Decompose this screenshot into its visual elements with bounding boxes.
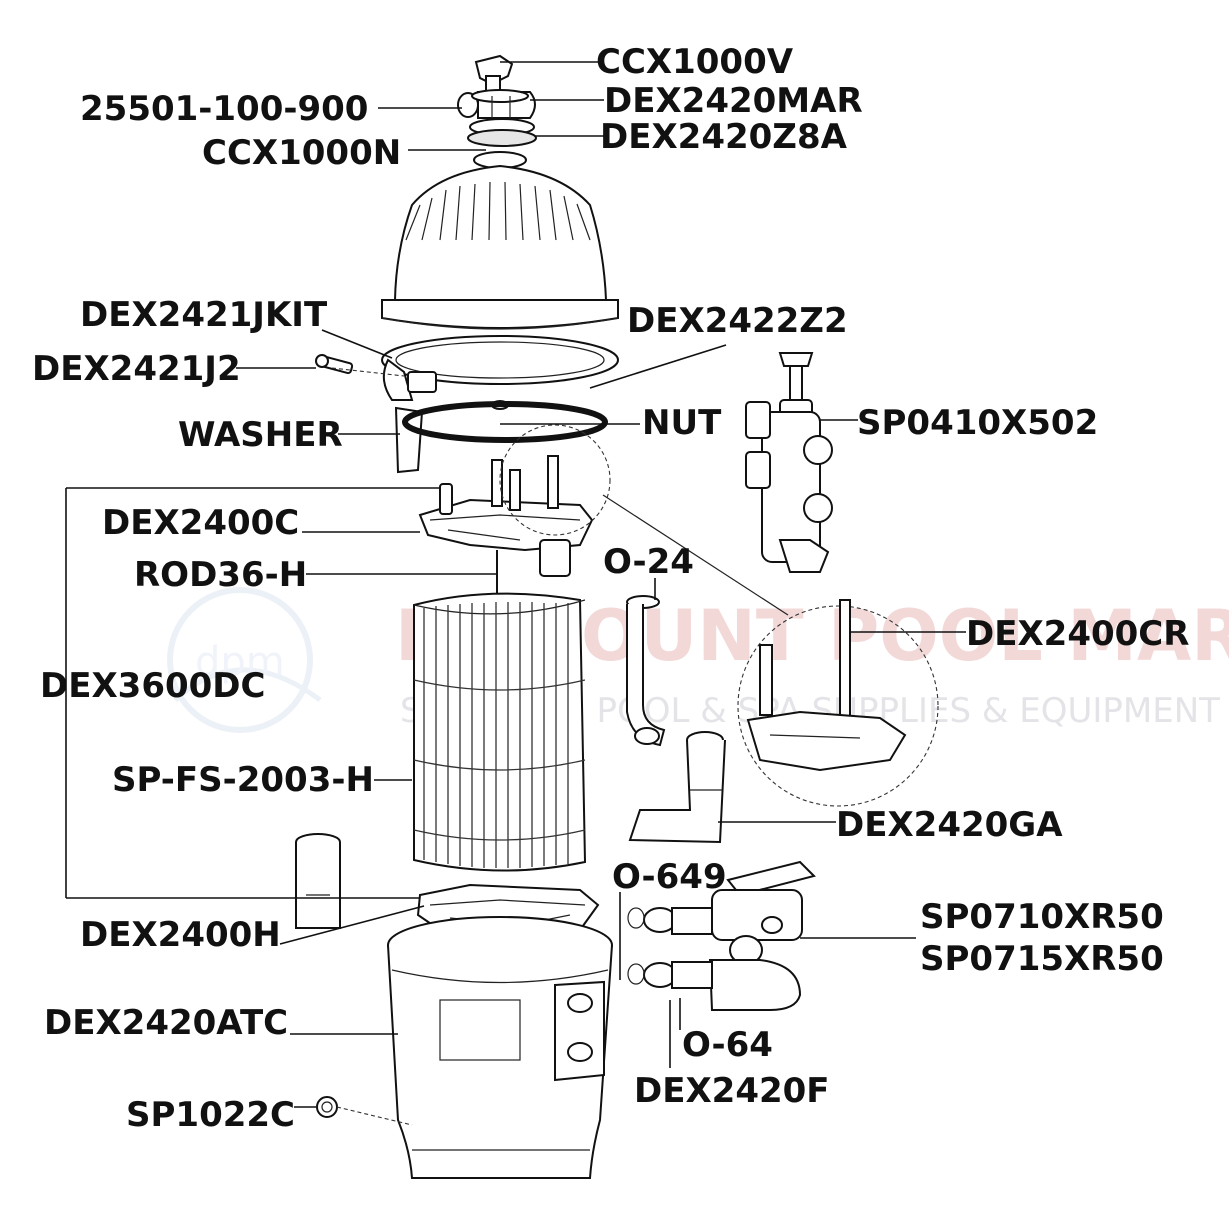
o24-pipe	[626, 595, 666, 747]
label-ccx1000n: CCX1000N	[202, 133, 401, 173]
label-dex3600dc: DEX3600DC	[40, 666, 265, 706]
label-washer: WASHER	[178, 415, 343, 455]
standpipe	[295, 833, 341, 929]
label-nut: NUT	[642, 403, 722, 443]
label-sp0410x502: SP0410X502	[857, 403, 1098, 443]
label-dex2420z8a: DEX2420Z8A	[600, 117, 848, 157]
label-dex2421j2: DEX2421J2	[32, 349, 241, 389]
pressure-gauge-adapter	[457, 89, 536, 119]
label-o-64: O-64	[682, 1025, 773, 1065]
label-dex2420ga: DEX2420GA	[836, 805, 1063, 845]
filter-grid-assembly	[413, 592, 587, 872]
label-dex2420atc: DEX2420ATC	[44, 1003, 288, 1043]
label-dex2420mar: DEX2420MAR	[604, 81, 863, 121]
label-ccx1000v: CCX1000V	[596, 42, 794, 82]
label-o-24: O-24	[603, 542, 694, 582]
top-o-ring	[467, 118, 537, 147]
multiport-valve	[627, 860, 816, 1011]
label-dex2422z2: DEX2422Z2	[627, 301, 848, 341]
label-dex2400c: DEX2400C	[102, 503, 299, 543]
tank-body	[387, 916, 613, 1179]
air-relief-valve	[474, 54, 514, 93]
lid-clamp	[381, 335, 619, 474]
drain-plug	[316, 1096, 338, 1118]
leader-lines	[65, 61, 966, 1108]
label-o-649: O-649	[612, 857, 727, 897]
label-rod36-h: ROD36-H	[134, 555, 307, 595]
label-25501-100-900: 25501-100-900	[80, 89, 368, 129]
zoom-detail	[499, 424, 939, 807]
drain-plug-guide-line	[336, 1106, 413, 1126]
watermark-logo-text: dpm	[195, 639, 285, 685]
label-dex2400cr: DEX2400CR	[966, 614, 1189, 654]
label-sp0710xr50: SP0710XR50	[920, 897, 1164, 937]
label-sp-fs-2003-h: SP-FS-2003-H	[112, 760, 374, 800]
label-sp0715xr50: SP0715XR50	[920, 939, 1164, 979]
label-dex2420f: DEX2420F	[634, 1071, 830, 1111]
part-labels: CCX1000V 25501-100-900 DEX2420MAR DEX242…	[32, 42, 1189, 1135]
watermark-logo: dpm	[167, 587, 322, 733]
label-dex2421jkit: DEX2421JKIT	[80, 295, 328, 335]
tank-lid	[381, 151, 619, 330]
tank-o-ring	[402, 401, 608, 443]
push-pull-valve	[745, 352, 833, 573]
label-dex2400h: DEX2400H	[80, 915, 281, 955]
manifold	[418, 455, 594, 577]
label-sp1022c: SP1022C	[126, 1095, 295, 1135]
dex2420ga-elbow	[628, 731, 726, 844]
clamp-bolt	[315, 354, 354, 375]
watermark: dpm DISCOUNT POOL MART SWIMMING POOL & S…	[167, 587, 1229, 733]
